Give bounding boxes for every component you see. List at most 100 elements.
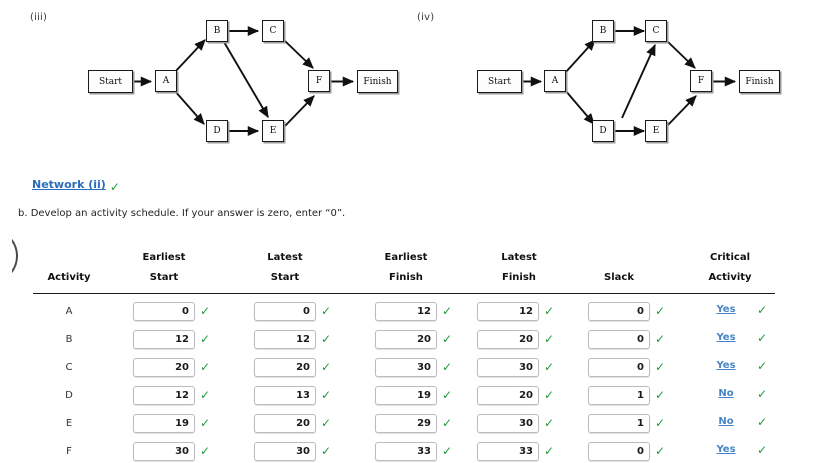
input-latest-finish[interactable]: 20 (477, 330, 539, 349)
network-diagram-iii: (iii) Start A B C D E (0, 0, 410, 170)
check-icon: ✓ (200, 360, 211, 374)
node-f-iii: F (308, 70, 330, 92)
input-latest-start[interactable]: 0 (254, 302, 316, 321)
check-icon: ✓ (321, 360, 332, 374)
header-latest-finish: Finish (502, 272, 536, 283)
check-icon: ✓ (757, 303, 768, 317)
check-icon: ✓ (200, 388, 211, 402)
node-a-iv: A (544, 70, 566, 92)
check-icon: ✓ (757, 387, 768, 401)
check-icon: ✓ (544, 444, 555, 458)
input-latest-start[interactable]: 20 (254, 414, 316, 433)
input-latest-start[interactable]: 20 (254, 358, 316, 377)
critical-activity-link[interactable]: Yes (716, 332, 736, 343)
node-e-iii: E (262, 120, 284, 142)
check-icon: ✓ (442, 416, 453, 430)
network-ii-link[interactable]: Network (ii)✓ (32, 178, 120, 194)
input-slack[interactable]: 1 (588, 386, 650, 405)
row-activity-label: D (65, 390, 73, 401)
check-icon: ✓ (544, 360, 555, 374)
page-edge-arc-mask (0, 228, 12, 282)
check-icon: ✓ (200, 416, 211, 430)
input-earliest-start[interactable]: 12 (133, 330, 195, 349)
input-earliest-finish[interactable]: 20 (375, 330, 437, 349)
input-latest-start[interactable]: 30 (254, 442, 316, 461)
check-icon: ✓ (655, 332, 666, 346)
node-e-iv: E (645, 120, 667, 142)
critical-activity-link[interactable]: Yes (716, 304, 736, 315)
input-earliest-start[interactable]: 19 (133, 414, 195, 433)
input-earliest-finish[interactable]: 29 (375, 414, 437, 433)
node-b-iv: B (592, 20, 614, 42)
input-latest-start[interactable]: 12 (254, 330, 316, 349)
check-icon: ✓ (442, 332, 453, 346)
critical-activity-link[interactable]: No (718, 416, 734, 427)
check-icon: ✓ (655, 416, 666, 430)
check-icon: ✓ (757, 443, 768, 457)
header-earliest-start: Start (149, 272, 179, 283)
input-latest-finish[interactable]: 30 (477, 414, 539, 433)
check-icon: ✓ (655, 360, 666, 374)
input-earliest-start[interactable]: 12 (133, 386, 195, 405)
input-earliest-finish[interactable]: 19 (375, 386, 437, 405)
input-slack[interactable]: 1 (588, 414, 650, 433)
header-latest-start-top: Latest (267, 252, 303, 263)
input-earliest-finish[interactable]: 33 (375, 442, 437, 461)
network-iii-edges (133, 26, 355, 136)
input-slack[interactable]: 0 (588, 358, 650, 377)
input-latest-finish[interactable]: 12 (477, 302, 539, 321)
input-earliest-start[interactable]: 20 (133, 358, 195, 377)
input-latest-start[interactable]: 13 (254, 386, 316, 405)
check-icon: ✓ (544, 332, 555, 346)
check-icon: ✓ (442, 360, 453, 374)
header-activity: Activity (47, 272, 91, 283)
header-latest-start: Start (270, 272, 300, 283)
network-diagram-iv: (iv) Start A B C D E F (410, 0, 822, 170)
node-a-iii: A (155, 70, 177, 92)
header-latest-finish-top: Latest (501, 252, 537, 263)
header-critical-top: Critical (709, 252, 750, 263)
check-icon: ✓ (200, 332, 211, 346)
critical-activity-link[interactable]: Yes (716, 360, 736, 371)
check-icon: ✓ (544, 388, 555, 402)
check-icon: ✓ (200, 444, 211, 458)
check-icon: ✓ (655, 388, 666, 402)
critical-activity-link[interactable]: No (718, 388, 734, 399)
network-ii-link-label: Network (ii) (32, 178, 106, 191)
input-earliest-finish[interactable]: 30 (375, 358, 437, 377)
input-earliest-start[interactable]: 30 (133, 442, 195, 461)
input-latest-finish[interactable]: 30 (477, 358, 539, 377)
node-start-iii: Start (88, 70, 133, 93)
row-activity-label: E (65, 418, 73, 429)
check-icon: ✓ (655, 304, 666, 318)
node-d-iv: D (592, 120, 614, 142)
input-latest-finish[interactable]: 33 (477, 442, 539, 461)
check-icon: ✓ (544, 416, 555, 430)
input-latest-finish[interactable]: 20 (477, 386, 539, 405)
input-earliest-finish[interactable]: 12 (375, 302, 437, 321)
check-icon: ✓ (321, 332, 332, 346)
input-earliest-start[interactable]: 0 (133, 302, 195, 321)
check-icon: ✓ (757, 415, 768, 429)
network-iv-label: (iv) (417, 12, 435, 23)
table-header-rule (33, 293, 775, 294)
node-start-iv: Start (477, 70, 522, 93)
row-activity-label: C (65, 362, 73, 373)
check-icon: ✓ (442, 304, 453, 318)
network-iv-edges (522, 26, 737, 136)
input-slack[interactable]: 0 (588, 330, 650, 349)
input-slack[interactable]: 0 (588, 302, 650, 321)
input-slack[interactable]: 0 (588, 442, 650, 461)
check-icon: ✓ (655, 444, 666, 458)
row-activity-label: F (66, 446, 72, 457)
critical-activity-link[interactable]: Yes (716, 444, 736, 455)
question-b-text: b. Develop an activity schedule. If your… (18, 208, 346, 219)
header-slack: Slack (604, 272, 634, 283)
check-icon: ✓ (321, 416, 332, 430)
header-earliest-finish: Finish (389, 272, 423, 283)
node-b-iii: B (206, 20, 228, 42)
row-activity-label: B (65, 334, 73, 345)
network-ii-check-icon: ✓ (109, 180, 120, 194)
check-icon: ✓ (321, 444, 332, 458)
